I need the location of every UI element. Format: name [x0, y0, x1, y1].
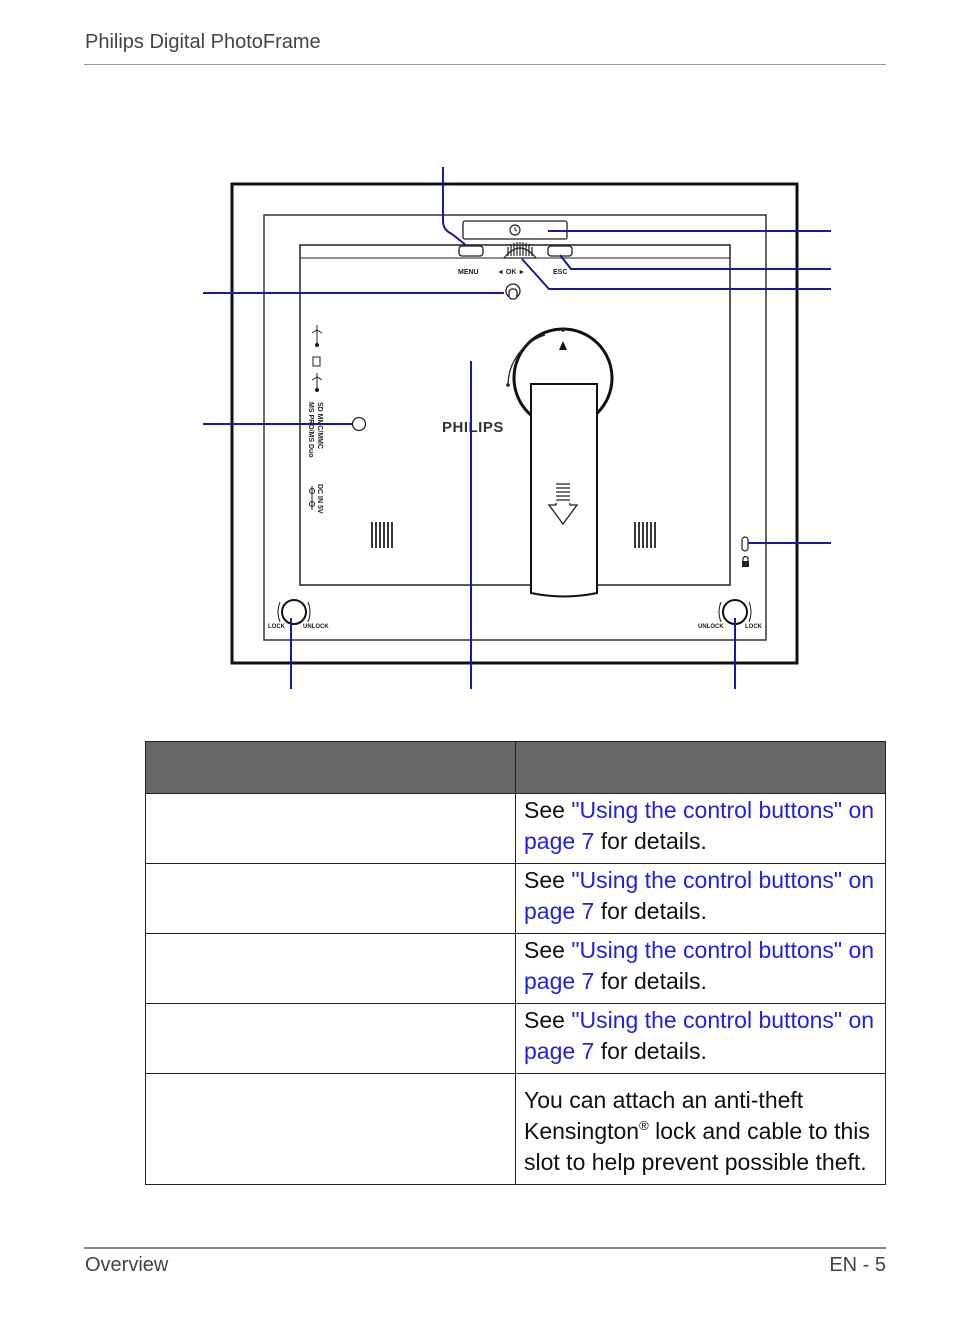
card-slot-icon: [312, 356, 321, 367]
row-description: See "Using the control buttons" on page …: [515, 863, 886, 934]
speaker-grille-right: [634, 522, 656, 548]
wall-mount-hole: [505, 283, 521, 300]
row-description: See "Using the control buttons" on page …: [515, 1003, 886, 1074]
table-row: See "Using the control buttons" on page …: [145, 793, 886, 864]
clock-icon: [509, 224, 521, 236]
control-buttons-link[interactable]: "Using the control buttons" on page 7: [524, 797, 875, 854]
table-row: See "Using the control buttons" on page …: [145, 863, 886, 934]
menu-button: [458, 245, 484, 257]
row-number-cell: [145, 933, 516, 1004]
footer-rule: [84, 1247, 886, 1249]
ok-label: ◄ OK ►: [497, 269, 525, 276]
table-row: You can attach an anti-theft Kensington®…: [145, 1073, 886, 1185]
dc-in-label: DC IN 5V: [316, 484, 323, 514]
frame-inner-border: [263, 214, 767, 641]
lock-label-right: LOCK: [745, 624, 763, 630]
menu-label: MENU: [458, 269, 479, 276]
row-description: See "Using the control buttons" on page …: [515, 933, 886, 1004]
row-number-cell: [145, 1003, 516, 1074]
table-header-cell-description: [515, 741, 886, 794]
lock-knob-left: [281, 599, 307, 625]
table-row: See "Using the control buttons" on page …: [145, 1003, 886, 1074]
callout-lines: [203, 167, 831, 689]
reset-hole: [351, 416, 367, 432]
kensington-slot: [741, 536, 749, 552]
card-port-label-2: MS PRO/MS Duo: [307, 402, 314, 458]
control-buttons-link[interactable]: "Using the control buttons" on page 7: [524, 937, 875, 994]
callout-esc: [559, 254, 831, 270]
stand-leg: [530, 383, 598, 598]
usb-icon-1: [311, 325, 323, 348]
row-number-cell: [145, 793, 516, 864]
table-row: See "Using the control buttons" on page …: [145, 933, 886, 1004]
callout-ok: [521, 258, 831, 290]
brand-logo: PHILIPS: [442, 419, 504, 436]
padlock-icon: [742, 555, 749, 567]
row-description: See "Using the control buttons" on page …: [515, 793, 886, 864]
photoframe-back-diagram: MENU ◄ OK ► ESC SD MMC/MMC MS PRO/MS Duo…: [203, 167, 831, 689]
usb-icon-2: [311, 373, 323, 393]
row-number-cell: [145, 863, 516, 934]
row-number-cell: [145, 1073, 516, 1185]
ok-wheel: [502, 242, 538, 259]
row-description-kensington: You can attach an anti-theft Kensington®…: [515, 1073, 886, 1185]
header-rule: [84, 64, 886, 65]
unlock-label-right: UNLOCK: [698, 624, 724, 630]
control-buttons-link[interactable]: "Using the control buttons" on page 7: [524, 1007, 875, 1064]
table-header-cell-number: [145, 741, 516, 794]
footer-page-number: EN - 5: [829, 1254, 886, 1276]
esc-label: ESC: [553, 269, 567, 276]
dc-in-icon: [309, 486, 315, 510]
unlock-label-left: UNLOCK: [303, 624, 329, 630]
registered-mark: ®: [639, 1118, 649, 1133]
table-header-row: [145, 741, 886, 794]
control-buttons-link[interactable]: "Using the control buttons" on page 7: [524, 867, 875, 924]
page-header-title: Philips Digital PhotoFrame: [85, 31, 321, 53]
speaker-grille-left: [371, 522, 393, 548]
lock-label-left: LOCK: [268, 624, 286, 630]
esc-button: [547, 245, 573, 257]
footer-section-name: Overview: [85, 1254, 169, 1276]
callout-menu: [442, 167, 468, 247]
card-port-label-1: SD MMC/MMC: [316, 402, 323, 449]
component-table: See "Using the control buttons" on page …: [145, 741, 886, 1185]
